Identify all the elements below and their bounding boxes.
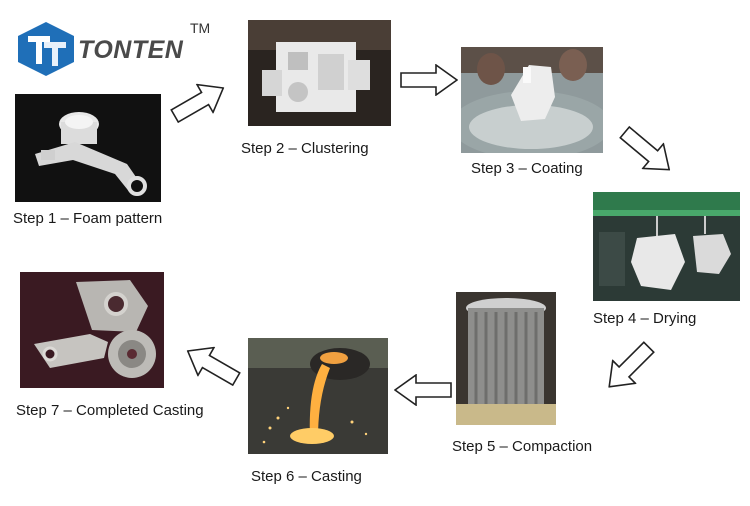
block-arrow-icon bbox=[186, 346, 241, 387]
step-1-photo bbox=[15, 94, 161, 202]
step-7-photo bbox=[20, 272, 164, 388]
block-arrow-icon bbox=[400, 64, 458, 96]
arrow-step6-to-step7 bbox=[178, 336, 245, 394]
arrow-step1-to-step2 bbox=[165, 73, 232, 131]
arrow-step2-to-step3 bbox=[400, 64, 458, 96]
trademark-mark: TM bbox=[190, 20, 211, 36]
logo-wordmark: TONTEN bbox=[78, 36, 184, 64]
block-arrow-icon bbox=[170, 83, 225, 124]
step-4-photo bbox=[593, 192, 740, 301]
step-5-caption: Step 5 – Compaction bbox=[452, 438, 593, 455]
step-2-photo bbox=[248, 20, 391, 126]
company-logo bbox=[14, 20, 78, 78]
block-arrow-icon bbox=[608, 341, 655, 388]
step-7-caption: Step 7 – Completed Casting bbox=[16, 402, 204, 419]
arrow-step3-to-step4 bbox=[613, 119, 681, 184]
tonten-hexagon-logo-icon bbox=[18, 22, 74, 76]
block-arrow-icon bbox=[394, 374, 452, 406]
step-3-photo bbox=[461, 47, 603, 153]
step-6-caption: Step 6 – Casting bbox=[251, 468, 362, 485]
step-6-photo bbox=[248, 338, 388, 454]
step-5-photo bbox=[456, 292, 556, 425]
arrow-step4-to-step5 bbox=[596, 334, 661, 399]
step-4-caption: Step 4 – Drying bbox=[593, 310, 697, 327]
step-1-caption: Step 1 – Foam pattern bbox=[13, 210, 163, 227]
step-2-caption: Step 2 – Clustering bbox=[241, 140, 369, 157]
arrow-step5-to-step6 bbox=[394, 374, 452, 406]
block-arrow-icon bbox=[619, 125, 671, 171]
step-3-caption: Step 3 – Coating bbox=[471, 160, 583, 177]
